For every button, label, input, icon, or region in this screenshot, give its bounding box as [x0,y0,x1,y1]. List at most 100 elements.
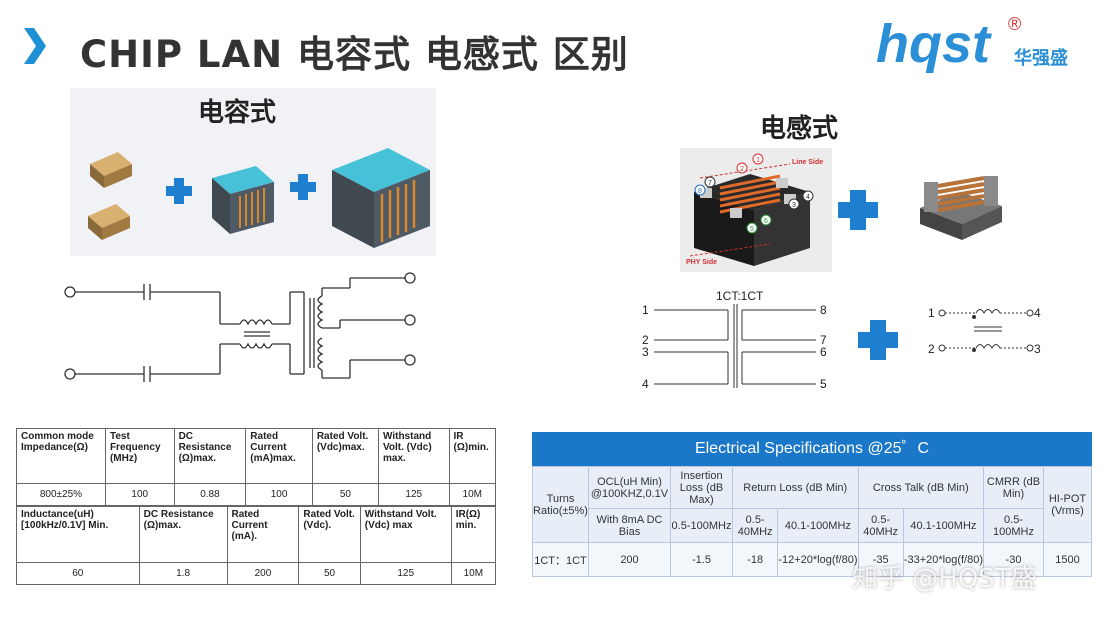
table-cell: 125 [359,562,452,585]
chevron-right-icon [24,28,46,64]
pin-label: 4 [642,377,649,391]
plus-icon [166,178,192,204]
table-cell: 100 [245,483,313,506]
table-cell: 125 [377,483,450,506]
table-subheader-cell: 40.1-100MHz [777,508,859,543]
capacitive-heading: 电容式 [198,98,277,128]
common-mode-chip-large [332,148,430,248]
table-header-cell: IR (Ω)min. [448,428,497,484]
wound-inductor-illustration [920,176,1002,240]
pin-label: 5 [820,377,827,391]
hqst-logo: hqst [876,14,992,74]
table-subheader-cell: With 8mA DC Bias [588,508,671,543]
table-header-cell: OCL(uH Min) @100KHZ,0.1V [588,466,671,509]
pin-label: 8 [820,303,827,317]
turns-ratio-label: 1CT:1CT [716,289,764,303]
table-cell: -33+20*log(f/80) [902,542,985,577]
common-mode-choke-schematic: 1 2 4 3 [928,306,1041,356]
pin-label: 7 [708,180,712,187]
table-header-cell: Test Frequency (MHz) [104,428,175,484]
table-cell: 1.8 [138,562,228,585]
pin-label: 4 [806,194,810,201]
pin-label: 1 [928,306,935,320]
table-cell: 50 [298,562,361,585]
table-cell: 200 [588,542,671,577]
chip-capacitor-bottom [88,204,130,240]
table-header-cell: DC Resistance (Ω)max. [138,506,228,563]
pin-label: 3 [642,345,649,359]
table-subheader-cell: 0.5-40MHz [731,508,779,543]
capacitive-schematic [64,272,416,382]
pin-label: 1 [642,303,649,317]
table-cell: 10M [450,562,497,585]
capacitive-components-illustration [88,148,430,248]
pin-label: 6 [764,218,768,225]
pin-label: 7 [820,333,827,347]
common-mode-chip-small [212,166,274,234]
pin-label: 2 [928,342,935,356]
table-header-cell: Cross Talk (dB Min) [857,466,984,509]
table-subheader-cell: 0.5-100MHz [983,508,1044,543]
transformer-schematic: 1CT:1CT 1 2 3 4 8 7 6 5 [642,289,827,391]
table-header-cell: Withstand Volt. (Vdc) max. [377,428,450,484]
table-cell: 100 [104,483,175,506]
pin-label: 6 [820,345,827,359]
table-header-cell: IR(Ω) min. [450,506,497,563]
table-cell: -12+20*log(f/80) [777,542,859,577]
registered-mark: ® [1008,14,1022,34]
svg-text:hqst: hqst [876,14,992,74]
zhihu-watermark: 知乎 @HQST盛 [852,564,1037,594]
table-cell: 1CT：1CT [532,542,589,577]
plus-icon [290,174,316,200]
table-cell: 0.88 [173,483,247,506]
table-header-cell: Insertion Loss (dB Max) [670,466,733,509]
table-cell: -30 [983,542,1044,577]
table-cell: -35 [857,542,904,577]
table-cell: -18 [731,542,779,577]
table-subheader-cell: 0.5-100MHz [670,508,733,543]
pin-label: 4 [1034,306,1041,320]
pin-label: 5 [750,226,754,233]
plus-icon [838,190,878,230]
inductor-spec-table: Inductance(uH) [100kHz/0.1V] Min. DC Res… [16,506,497,585]
electrical-specs-table: Turns Ratio(±5%) OCL(uH Min) @100KHZ,0.1… [532,466,1092,577]
table-header-cell: Turns Ratio(±5%) [532,466,589,543]
page-title: CHIP LAN 电容式 电感式 区别 [80,33,629,76]
logo-chinese-name: 华强盛 [1014,48,1068,69]
table-header-cell: CMRR (dB Min) [983,466,1044,509]
table-header-cell: Withstand Volt. (Vdc) max [359,506,452,563]
table-subheader-cell: 40.1-100MHz [902,508,985,543]
pin-label: 2 [740,166,744,173]
electrical-specs-title: Electrical Specifications @25゜C [532,432,1092,466]
phy-side-label: PHY Side [686,259,717,266]
table-cell: 800±25% [16,483,106,506]
capacitor-spec-table: Common mode Impedance(Ω) Test Frequency … [16,428,497,506]
table-subheader-cell: 0.5-40MHz [857,508,904,543]
table-header-cell: HI-POT (Vrms) [1043,466,1092,543]
table-header-cell: Rated Volt. (Vdc)max. [311,428,379,484]
plus-icon [858,320,898,360]
inductive-heading: 电感式 [760,114,839,144]
table-cell: 200 [226,562,300,585]
pin-label: 2 [642,333,649,347]
table-cell: 10M [448,483,497,506]
table-cell: 50 [311,483,379,506]
pin-label: 8 [698,188,702,195]
table-header-cell: DC Resistance (Ω)max. [173,428,247,484]
pin-label: 3 [1034,342,1041,356]
table-cell: 60 [16,562,140,585]
line-side-label: Line Side [792,159,823,166]
table-header-cell: Common mode Impedance(Ω) [16,428,106,484]
table-header-cell: Return Loss (dB Min) [732,466,859,509]
table-header-cell: Rated Current (mA). [226,506,300,563]
table-cell: -1.5 [670,542,733,577]
inductive-chip-illustration: Line Side PHY Side 1 2 3 4 5 6 7 8 [680,148,832,272]
table-header-cell: Rated Current (mA)max. [245,428,313,484]
table-header-cell: Inductance(uH) [100kHz/0.1V] Min. [16,506,140,563]
pin-label: 3 [792,202,796,209]
pin-label: 1 [756,157,760,164]
table-header-cell: Rated Volt. (Vdc). [298,506,361,563]
chip-capacitor-top [90,152,132,188]
table-cell: 1500 [1043,542,1092,577]
electrical-specs-panel: Electrical Specifications @25゜C Turns Ra… [532,432,1092,577]
